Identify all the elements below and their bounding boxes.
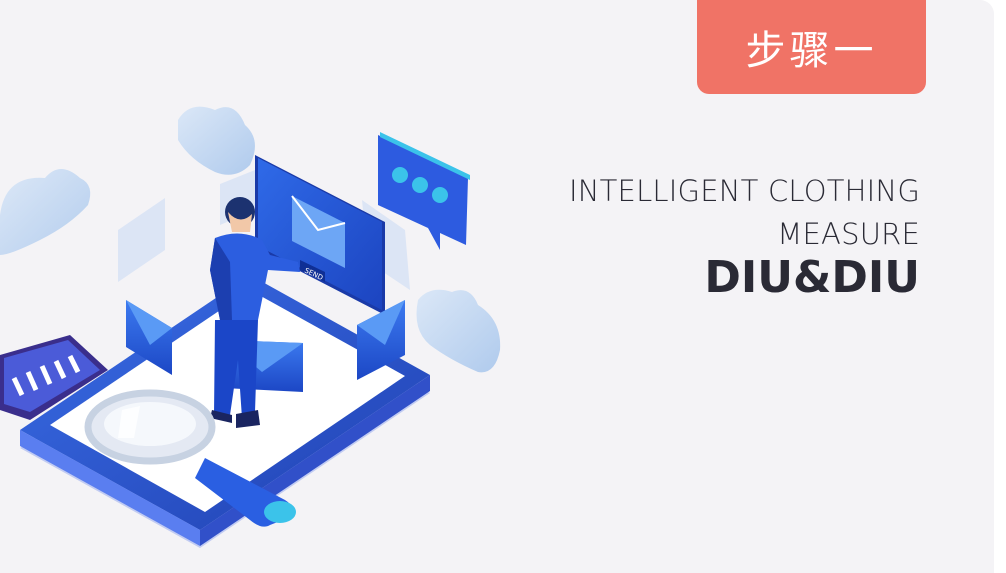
cloud-icon <box>178 106 255 175</box>
brand-name: DIU&DIU <box>704 252 920 303</box>
chat-bubble-icon <box>378 132 470 250</box>
isometric-illustration: SEND <box>0 106 501 548</box>
step-badge: 步骤一 <box>697 0 926 94</box>
cloud-icon <box>416 289 501 373</box>
screen-panel: SEND <box>255 155 385 315</box>
headline: INTELLIGENT CLOTHING MEASURE DIU&DIU <box>569 170 920 304</box>
cloud-icon <box>0 169 91 255</box>
person-figure <box>210 197 300 428</box>
envelope-icon <box>357 300 405 380</box>
headline-line-2: MEASURE <box>777 217 920 251</box>
step-badge-label: 步骤一 <box>745 28 878 74</box>
envelope-icon <box>118 198 165 282</box>
headline-line-1: INTELLIGENT CLOTHING <box>568 174 920 208</box>
phone-card-icon <box>0 335 108 420</box>
envelope-icon <box>126 300 172 375</box>
magnifier-icon <box>84 389 296 527</box>
